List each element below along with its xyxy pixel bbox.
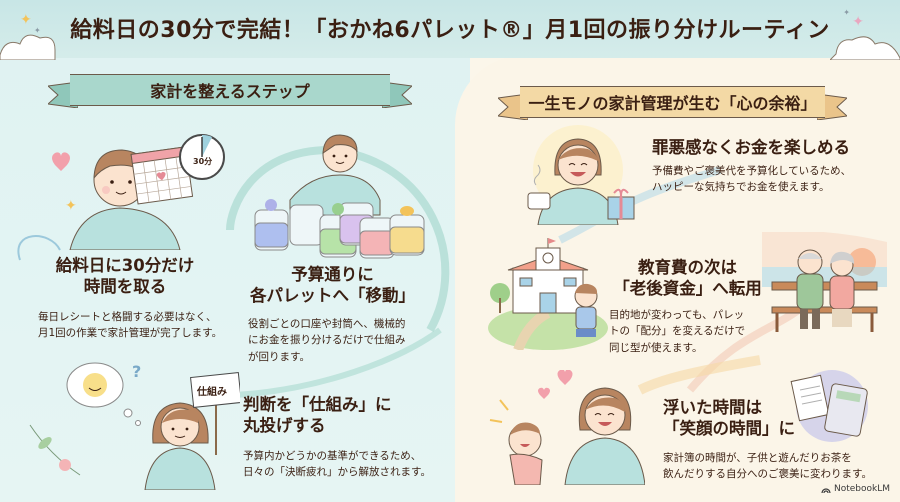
heading-line: 丸投げする [243, 415, 326, 435]
person-with-calendar-illustration: ✦ 30分 [52, 134, 225, 250]
header-banner: ✦ ✦ ✦ ✦ 給料日の30分で完結！「おかね6パレット®」月1回の振り分けルー… [0, 0, 900, 60]
benefit-1-body: 予備費やご褒美代を予算化しているため、 ハッピーな気持ちでお金を使えます。 [652, 163, 892, 196]
right-section-title: 一生モノの家計管理が生む「心の余裕」 [528, 94, 817, 113]
sparkle-icon: ✦ [34, 26, 41, 35]
body-line: 日々の「決断疲れ」から解放されます。 [243, 466, 431, 479]
school-and-child-illustration [488, 238, 608, 350]
left-section-ribbon: 家計を整えるステップ [48, 74, 412, 108]
clock-label: 30分 [193, 156, 212, 166]
body-line: 家計簿の時間が、子供と遊んだりお茶を [663, 452, 852, 464]
page-title: 給料日の30分で完結！「おかね6パレット®」月1回の振り分けルーティン [70, 18, 830, 43]
heading-line: 予算通りに [291, 265, 374, 284]
elderly-couple-on-bench-illustration [762, 232, 887, 332]
right-section-ribbon: 一生モノの家計管理が生む「心の余裕」 [498, 86, 847, 120]
body-line: 予算内かどうかの基準ができるため、 [243, 450, 422, 462]
heading-line: 判断を「仕組み」に [243, 395, 392, 414]
sign-label: 仕組み [196, 385, 227, 398]
body-line: にお金を振り分けるだけで仕組み [248, 334, 406, 347]
heading-line: 「笑顔の時間」に [663, 418, 795, 438]
body-line: 役割ごとの口座や封筒へ、機械的 [248, 318, 406, 330]
body-line: 飲んだりする自分へのご褒美に変わります。 [663, 468, 872, 481]
sparkle-icon: ✦ [20, 12, 32, 28]
woman-with-sign-illustration: ? 仕組み [29, 362, 240, 490]
cloud-icon [0, 34, 56, 60]
woman-with-coffee-illustration [527, 125, 635, 225]
benefit-3-body: 家計簿の時間が、子供と遊んだりお茶を 飲んだりする自分へのご褒美に変わります。 [663, 450, 893, 483]
body-line: 目的地が変わっても、パレッ [609, 309, 745, 321]
step-3-body: 予算内かどうかの基準ができるため、 日々の「決断疲れ」から解放されます。 [243, 448, 453, 481]
body-line: 同じ型が使えます。 [609, 341, 703, 354]
step-1-body: 毎日レシートと格闘する必要はなく、 月1回の作業で家計管理が完了します。 [38, 309, 238, 342]
benefit-3-heading: 浮いた時間は 「笑顔の時間」に [663, 398, 803, 439]
heading-line: 時間を取る [83, 276, 167, 296]
left-section-title: 家計を整えるステップ [150, 82, 310, 101]
ribbon-band [70, 74, 390, 106]
svg-text:?: ? [132, 362, 141, 381]
notebooklm-logo-icon [821, 488, 831, 493]
body-line: が回ります。 [248, 350, 310, 363]
heading-line: 給料日に30分だけ [55, 256, 195, 275]
step-3-heading: 判断を「仕組み」に 丸投げする [243, 395, 443, 436]
calculator-and-receipt-icon [790, 370, 868, 442]
svg-text:✦: ✦ [65, 198, 77, 214]
mother-and-child-illustration [489, 370, 645, 485]
step-2-heading: 予算通りに 各パレットへ「移動」 [240, 265, 425, 306]
heading-line: 罪悪感なくお金を楽しめる [652, 138, 850, 157]
sparkle-icon: ✦ [852, 14, 864, 30]
body-line: ハッピーな気持ちでお金を使えます。 [652, 181, 830, 194]
step-2-body: 役割ごとの口座や封筒へ、機械的 にお金を振り分けるだけで仕組み が回ります。 [248, 316, 423, 365]
body-line: 毎日レシートと格闘する必要はなく、 [38, 311, 217, 323]
body-line: トの「配分」を変えるだけで [609, 325, 746, 338]
brand-label: NotebookLM [833, 484, 890, 494]
benefit-2-body: 目的地が変わっても、パレッ トの「配分」を変えるだけで 同じ型が使えます。 [609, 307, 759, 356]
heading-line: 浮いた時間は [663, 398, 762, 417]
body-line: 予備費やご褒美代を予算化しているため、 [652, 165, 852, 177]
cloud-icon [830, 36, 900, 60]
ribbon-band [520, 86, 825, 118]
heading-line: 教育費の次は [638, 258, 737, 277]
heading-line: 各パレットへ「移動」 [250, 285, 415, 305]
notebooklm-brand: NotebookLM [821, 484, 890, 494]
body-line: 月1回の作業で家計管理が完了します。 [38, 327, 223, 340]
heading-line: 「老後資金」へ転用 [613, 278, 762, 298]
sparkle-icon: ✦ [843, 8, 850, 17]
benefit-1-heading: 罪悪感なくお金を楽しめる [652, 138, 892, 159]
benefit-2-heading: 教育費の次は 「老後資金」へ転用 [605, 258, 770, 299]
step-1-heading: 給料日に30分だけ 時間を取る [45, 256, 205, 297]
person-putting-coins-in-jars-illustration [254, 134, 425, 259]
